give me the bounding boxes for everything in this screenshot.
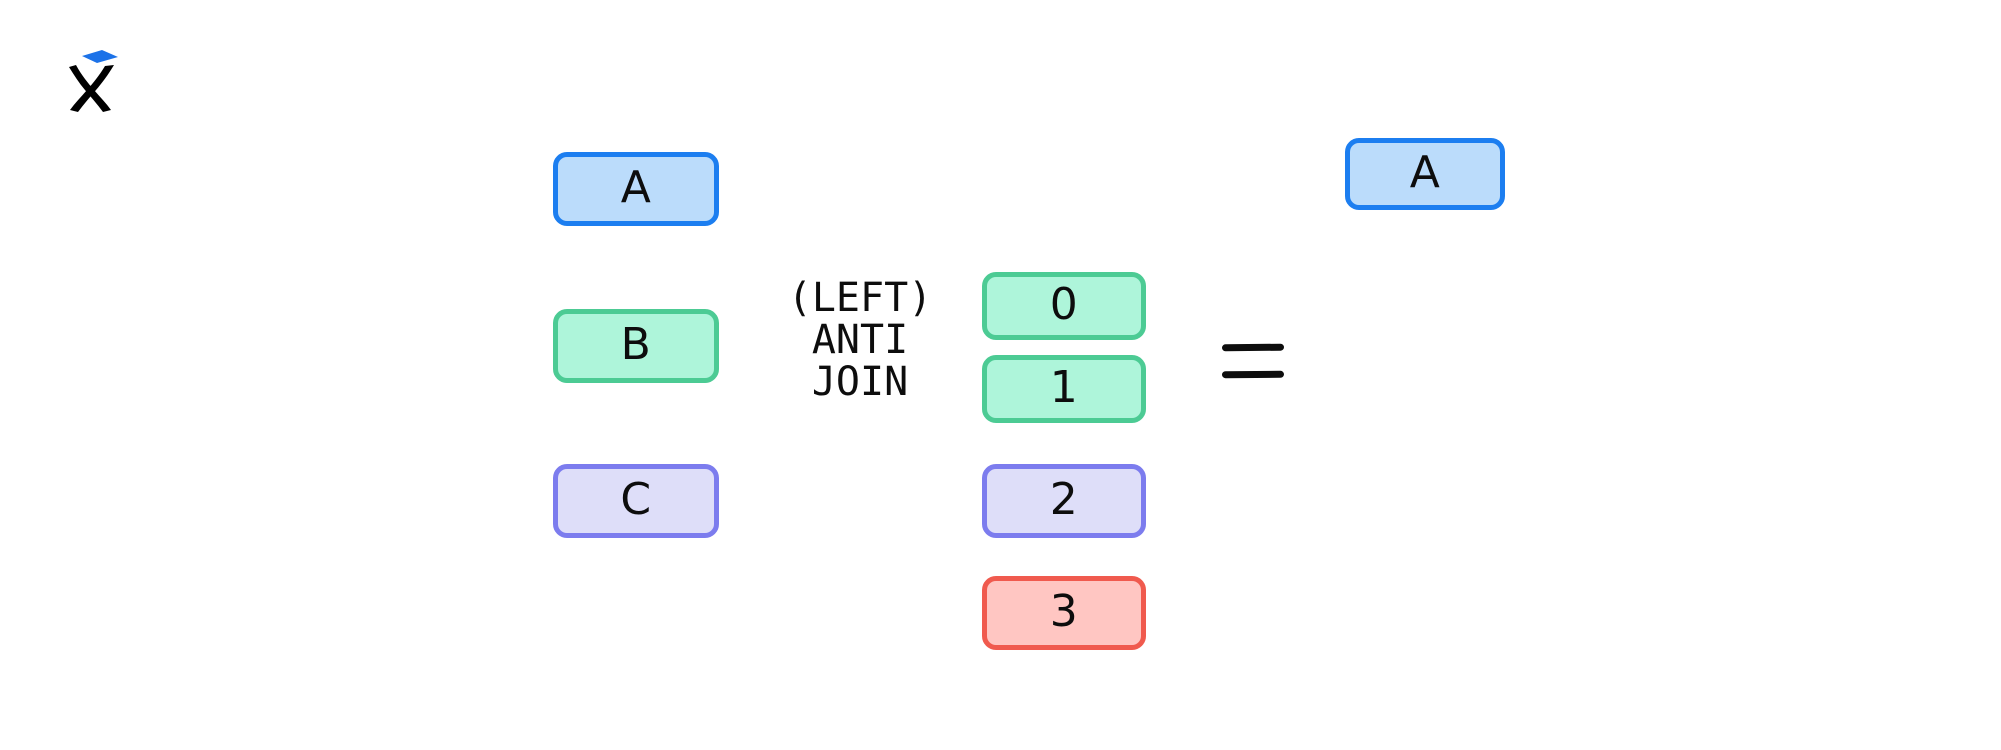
x-stroke-left bbox=[70, 65, 114, 112]
x-diamond-logo[interactable] bbox=[48, 40, 128, 120]
equals-bar-top bbox=[1221, 343, 1285, 352]
left-row-b[interactable]: B bbox=[553, 309, 719, 383]
equals-sign bbox=[1221, 330, 1285, 384]
right-row-0[interactable]: 0 bbox=[982, 272, 1146, 340]
left-row-b-label: B bbox=[620, 319, 652, 370]
operator-line-3: JOIN bbox=[811, 359, 909, 405]
left-row-a[interactable]: A bbox=[553, 152, 719, 226]
right-row-0-label: 0 bbox=[1049, 279, 1079, 330]
operator-line-1: (LEFT) bbox=[787, 275, 933, 321]
logo-glyph bbox=[69, 50, 118, 112]
left-row-c[interactable]: C bbox=[553, 464, 719, 538]
left-row-c-label: C bbox=[620, 474, 652, 525]
right-row-3-label: 3 bbox=[1049, 586, 1079, 637]
right-row-1-label: 1 bbox=[1049, 362, 1079, 413]
result-row-a[interactable]: A bbox=[1345, 138, 1505, 210]
right-row-3[interactable]: 3 bbox=[982, 576, 1146, 650]
left-row-a-label: A bbox=[620, 162, 652, 213]
diamond-icon bbox=[82, 50, 118, 63]
operator-line-2: ANTI bbox=[811, 317, 909, 363]
anti-join-operator-label: (LEFT) ANTI JOIN bbox=[780, 277, 940, 403]
equals-bar-bottom bbox=[1221, 370, 1285, 379]
right-row-2[interactable]: 2 bbox=[982, 464, 1146, 538]
right-row-2-label: 2 bbox=[1049, 474, 1079, 525]
right-row-1[interactable]: 1 bbox=[982, 355, 1146, 423]
result-row-a-label: A bbox=[1409, 147, 1441, 198]
